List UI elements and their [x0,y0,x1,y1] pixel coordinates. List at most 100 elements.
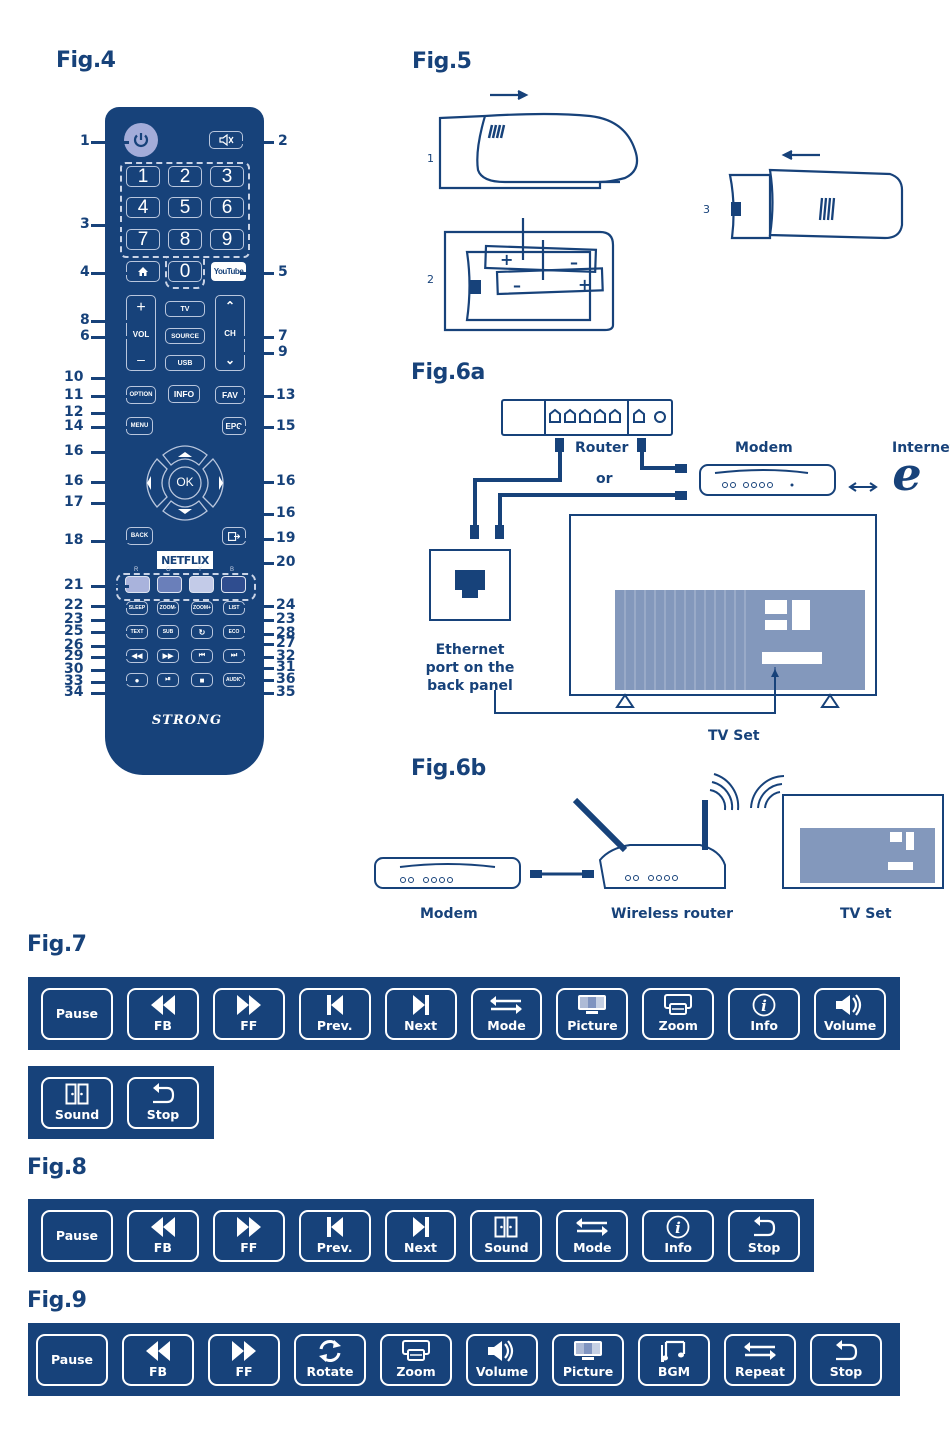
nav-up-button[interactable] [162,445,208,466]
back-button[interactable]: BACK [126,527,153,545]
menu-button[interactable]: MENU [126,417,153,435]
info-button[interactable]: INFO [168,385,200,403]
wireless-router-label: Wireless router [611,906,734,922]
color-key-b[interactable] [221,576,246,593]
digit-button-8[interactable]: 8 [168,229,202,250]
volume-rocker[interactable]: + VOL – [126,295,156,371]
mode-button[interactable]: Mode [556,1209,629,1262]
record-button[interactable]: ● [126,673,148,687]
channel-rocker[interactable]: ⌃ CH ⌄ [215,295,245,371]
mode-button[interactable]: Mode [470,987,543,1040]
digit-button-0[interactable]: 0 [168,261,202,282]
zoom-button[interactable]: Zoom [642,987,715,1040]
remote-back-cover-opening [728,173,772,240]
digit-button-9[interactable]: 9 [210,229,244,250]
source-button[interactable]: SOURCE [165,328,205,344]
callout-line [240,426,274,429]
tv-back-cover [615,590,865,690]
next-button[interactable]: Next [384,987,457,1040]
digit-button-3[interactable]: 3 [210,166,244,187]
digit-button-5[interactable]: 5 [168,197,202,218]
digit-button-7[interactable]: 7 [126,229,160,250]
fb-button[interactable]: FB [126,987,199,1040]
callout-number: 4 [80,264,90,280]
stop-button[interactable]: Stop [810,1333,882,1386]
prev-button[interactable]: Prev. [298,1209,371,1262]
power-button[interactable] [124,123,158,157]
netflix-button[interactable]: NETFLIX [157,551,213,569]
sound-button[interactable]: Sound [470,1209,543,1262]
digit-button-6[interactable]: 6 [210,197,244,218]
rewind-button[interactable]: ◀◀ [126,649,148,663]
fig7-title: Fig.7 [27,932,87,957]
color-key-y[interactable] [189,576,214,593]
exit-button[interactable] [222,527,246,545]
next-button[interactable]: Next [384,1209,457,1262]
ff-button[interactable]: FF [212,1209,285,1262]
color-key-letter: R [134,567,139,573]
list-button[interactable]: LIST [223,601,245,615]
speaker-icon [487,1339,517,1363]
ff-button[interactable]: FF [208,1333,280,1386]
sleep-button[interactable]: SLEEP [126,601,148,615]
sound-button[interactable]: Sound [41,1076,113,1129]
digit-button-4[interactable]: 4 [126,197,160,218]
color-key-g[interactable] [157,576,182,593]
callout-line [240,481,274,484]
zoom-plus-button[interactable]: ZOOM+ [191,601,213,615]
pause-button[interactable]: Pause [36,1333,108,1386]
tv-button[interactable]: TV [165,301,205,317]
zoom-button[interactable]: Zoom [380,1333,452,1386]
callout-number: 16 [64,443,84,459]
picture-button[interactable]: Picture [552,1333,624,1386]
callout-number: 7 [278,328,288,344]
stop-button[interactable]: Stop [127,1076,199,1129]
fb-button[interactable]: FB [122,1333,194,1386]
volume-button[interactable]: Volume [814,987,887,1040]
subtitle-button[interactable]: SUB [157,625,179,639]
callout-number: 18 [64,532,84,548]
mute-button[interactable] [209,131,243,149]
repeat-button[interactable]: Repeat [724,1333,796,1386]
volume-button[interactable]: Volume [466,1333,538,1386]
fb-button[interactable]: FB [126,1209,199,1262]
picture-button[interactable]: Picture [556,987,629,1040]
ff-button[interactable]: FF [212,987,285,1040]
zoom-screen-icon [664,993,693,1017]
rotate-button[interactable]: Rotate [294,1333,366,1386]
pause-button[interactable]: Pause [41,1209,113,1262]
refresh-button[interactable]: ↻ [191,625,213,639]
option-button[interactable]: OPTION [126,386,156,404]
eco-button[interactable]: ECO [223,625,245,639]
callout-number: 26 [64,637,84,653]
battery-installation-diagram: + – – + [438,90,904,332]
text-button[interactable]: TEXT [126,625,148,639]
button-label: FB [148,1363,168,1379]
nav-right-button[interactable] [202,458,224,508]
bgm-button[interactable]: BGM [638,1333,710,1386]
color-key-r[interactable] [125,576,150,593]
stop-button[interactable]: Stop [728,1209,801,1262]
fast-forward-button[interactable]: ▶▶ [157,649,179,663]
ok-button[interactable] [168,466,202,500]
previous-button[interactable]: ⏮ [191,649,213,663]
button-label: Next [404,1239,437,1255]
callout-line [91,540,129,543]
nav-left-button[interactable] [146,458,168,508]
nav-down-button[interactable] [162,500,208,521]
play-pause-button[interactable]: ⏯ [157,673,179,687]
zoom-minus-button[interactable]: ZOOM- [157,601,179,615]
prev-button[interactable]: Prev. [298,987,371,1040]
stop-button[interactable]: ■ [191,673,213,687]
power-icon [133,133,149,147]
usb-button[interactable]: USB [165,355,205,371]
digit-button-1[interactable]: 1 [126,166,160,187]
pause-button[interactable]: Pause [41,987,113,1040]
digit-button-2[interactable]: 2 [168,166,202,187]
callout-number: 14 [64,418,84,434]
youtube-button[interactable]: YouTube [211,262,246,281]
callout-line [91,412,129,415]
home-button[interactable] [126,261,160,282]
